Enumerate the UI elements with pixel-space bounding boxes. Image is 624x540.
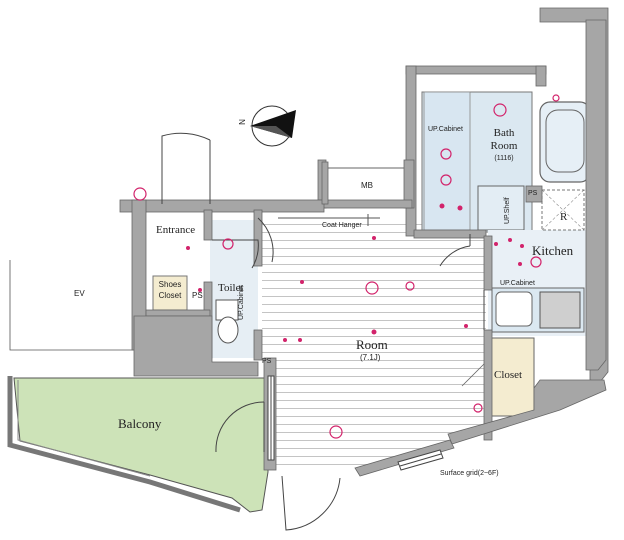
refrigerator-label: R — [560, 211, 568, 223]
balcony-parapet — [7, 376, 241, 513]
up-cabinet-toilet-label: UP.Cabinet — [238, 285, 245, 320]
balcony-parapet-inner — [17, 380, 151, 477]
bathtub-inner — [545, 109, 585, 173]
washroom-floor — [423, 91, 471, 231]
up-cabinet-kitchen-label: UP.Cabinet — [500, 280, 535, 287]
room-size: (7.1J) — [360, 353, 381, 362]
shoes-closet-label-line2: Closet — [158, 291, 182, 300]
shoes-closet-label-line1: Shoes — [158, 280, 182, 289]
kitchen-name: Kitchen — [532, 243, 574, 258]
bathtub — [539, 101, 591, 183]
stove — [539, 291, 581, 329]
mb-label: MB — [361, 181, 373, 190]
ev-shaft-outline — [9, 260, 134, 351]
ps-entrance-label: PS — [192, 291, 203, 300]
ps-kitchen-label: PS — [528, 190, 538, 197]
up-shelf-label: UP.Shelf — [504, 197, 511, 224]
entrance-name: Entrance — [156, 224, 196, 236]
bath-room-name-line1: Bath — [493, 127, 515, 139]
windows — [267, 375, 444, 471]
ev-label: EV — [74, 289, 85, 298]
toilet-name: Toilet — [218, 282, 244, 294]
kitchen-sink — [495, 291, 533, 327]
compass-north-label: N — [237, 119, 247, 125]
room-floor — [262, 218, 486, 468]
up-cabinet-bath-label: UP.Cabinet — [428, 126, 463, 133]
bath-room-name-line2: Room — [490, 140, 518, 152]
ps-room-label: PS — [262, 358, 272, 365]
room-name: Room — [356, 337, 388, 352]
up-shelf — [477, 185, 525, 231]
balcony-area — [13, 377, 269, 513]
fixture-dots — [186, 203, 524, 342]
doors — [161, 132, 485, 531]
compass-rose — [250, 105, 296, 147]
toilet-fixture — [215, 299, 239, 344]
coat-hanger-label: Coat Hanger — [322, 222, 362, 229]
balcony-name: Balcony — [118, 416, 162, 431]
walls — [119, 7, 609, 477]
closet-name: Closet — [494, 369, 523, 381]
refrigerator-space — [541, 189, 585, 231]
surface-grid-label: Surface grid(2~6F) — [440, 470, 499, 477]
bath-room-size: (1116) — [494, 155, 514, 162]
